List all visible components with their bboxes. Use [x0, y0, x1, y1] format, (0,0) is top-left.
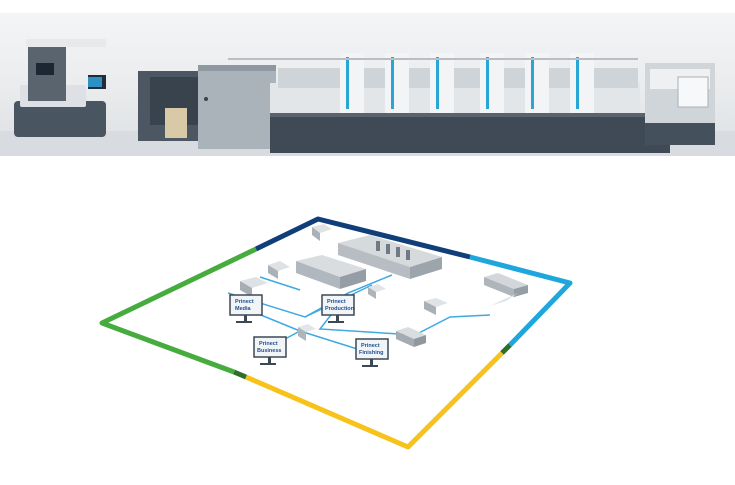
monitor-prinect-media: Prinect Media: [229, 294, 263, 323]
workflow-illustration: Prinect Media Prinect Production Prinect…: [99, 216, 573, 450]
monitor-prinect-production: Prinect Production: [321, 294, 355, 323]
monitor-production-line1: Prinect: [327, 299, 346, 305]
printing-press-banner: [0, 13, 735, 156]
monitor-prinect-finishing: Prinect Finishing: [355, 338, 389, 367]
monitor-media-line2: Media: [235, 306, 252, 312]
monitor-media-line1: Prinect: [235, 299, 254, 305]
monitor-finishing-line1: Prinect: [361, 343, 380, 349]
monitor-business-line2: Business: [257, 348, 281, 354]
frame-dark-green-left: [233, 369, 247, 380]
frame-dark-green-right: [500, 343, 512, 355]
press-feeder: [138, 65, 276, 149]
monitor-business-line1: Prinect: [259, 341, 278, 347]
monitor-finishing-line2: Finishing: [359, 350, 383, 356]
printing-press-illustration: [0, 39, 735, 156]
press-delivery: [645, 63, 715, 145]
workflow-network-diagram: Prinect Media Prinect Production Prinect…: [0, 205, 735, 465]
frame-green: [99, 246, 258, 375]
monitor-prinect-business: Prinect Business: [253, 336, 287, 365]
press-print-units: [228, 53, 670, 153]
frame-yellow: [245, 351, 504, 450]
monitor-production-line2: Production: [325, 306, 355, 312]
frame-blue-light: [469, 254, 573, 347]
control-console: [14, 39, 106, 137]
frame-blue-dark: [254, 216, 471, 260]
machines: [240, 224, 528, 347]
